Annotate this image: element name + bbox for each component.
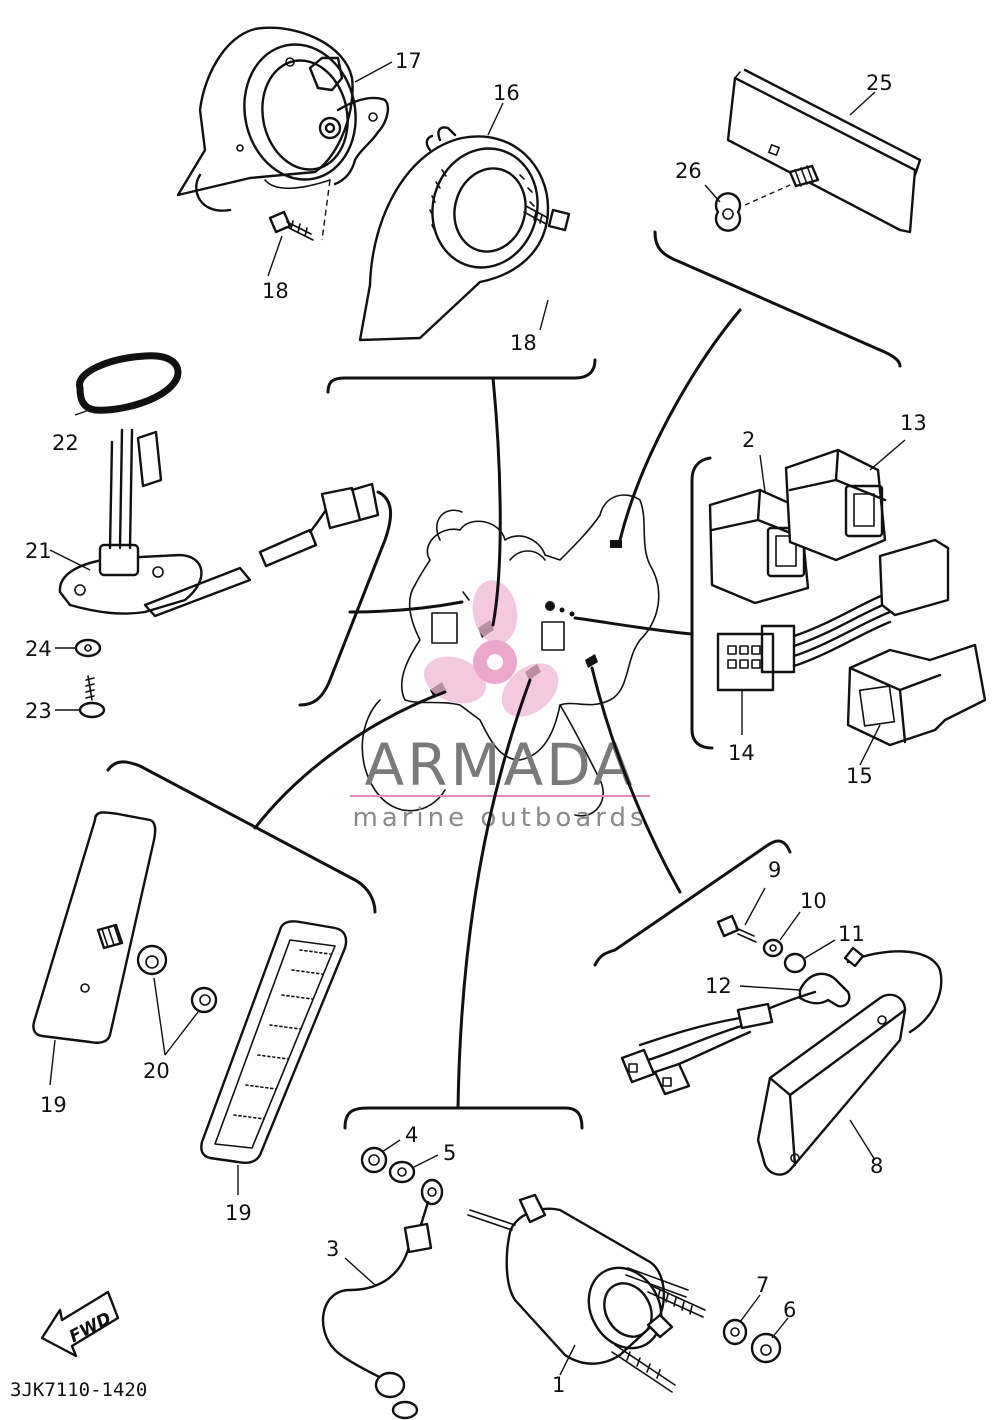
starter-relay: [321, 1139, 789, 1420]
group-brackets: [106, 230, 902, 1130]
relay-assembly: [620, 887, 943, 1176]
part-label: 15: [846, 764, 873, 788]
fuel-sender: [49, 352, 380, 719]
part-label: 14: [728, 741, 755, 765]
part-label: 2: [742, 428, 755, 452]
part-label: 19: [40, 1093, 67, 1117]
part-label: 24: [25, 637, 52, 661]
side-reflectors: [32, 811, 348, 1195]
part-label: 16: [493, 81, 520, 105]
watermark: ARMADA marine outboards: [350, 580, 650, 833]
front-reflector: [704, 68, 922, 234]
part-label: 26: [675, 159, 702, 183]
part-label: 20: [143, 1059, 170, 1083]
horn-16: [358, 126, 571, 342]
direction-badge: FWD: [40, 1290, 120, 1358]
part-label: 18: [262, 279, 289, 303]
part-label: 10: [800, 889, 827, 913]
part-label: 1: [552, 1373, 565, 1397]
part-label: 3: [326, 1237, 339, 1261]
part-label: 7: [756, 1273, 769, 1297]
catalog-code: 3JK7110-1420: [10, 1379, 147, 1401]
part-label: 12: [705, 974, 732, 998]
part-number-labels: 1 2 3 4 5 6 7 8 9 10 11 12 13 14 15 16 1…: [25, 49, 927, 1397]
part-label: 22: [52, 431, 79, 455]
leader-lines: [267, 91, 876, 331]
part-label: 4: [405, 1123, 418, 1147]
part-label: 25: [866, 71, 893, 95]
part-label: 9: [768, 858, 781, 882]
part-label: 6: [783, 1298, 796, 1322]
watermark-subtitle: marine outboards: [352, 803, 647, 833]
horn-assembly: [176, 26, 393, 241]
part-label: 8: [870, 1154, 883, 1178]
part-label: 18: [510, 331, 537, 355]
connector-set: [708, 439, 987, 766]
part-label: 13: [900, 411, 927, 435]
part-label: 19: [225, 1201, 252, 1225]
part-label: 5: [443, 1141, 456, 1165]
part-label: 11: [838, 922, 865, 946]
propeller-logo: [424, 580, 559, 717]
part-label: 17: [395, 49, 422, 73]
part-label: 23: [25, 699, 52, 723]
part-label: 21: [25, 539, 52, 563]
watermark-title: ARMADA: [364, 731, 635, 799]
